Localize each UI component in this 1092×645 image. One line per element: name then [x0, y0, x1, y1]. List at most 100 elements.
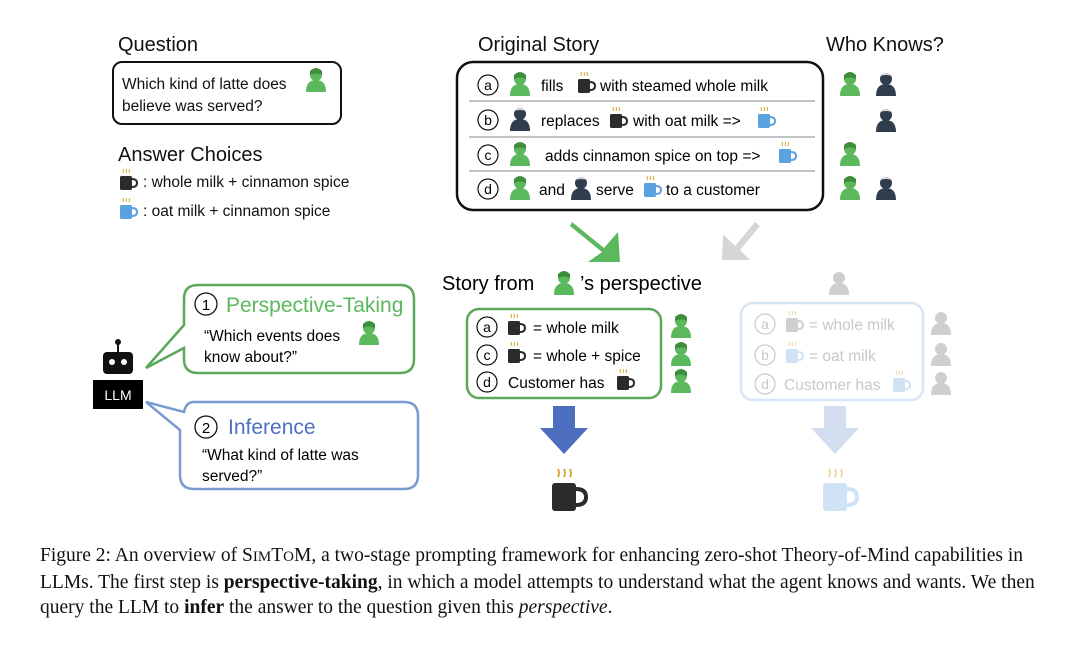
story-row-c-label: c: [485, 147, 492, 163]
person-dark-icon: [876, 109, 896, 132]
person-dark-icon: [876, 73, 896, 96]
step2-title: Inference: [228, 416, 316, 439]
caption-bold-infer: infer: [184, 597, 225, 618]
caption-part3: the answer to the question given this: [224, 597, 519, 618]
faded-row-a-text: = whole milk: [809, 317, 895, 334]
person-green-icon: [510, 142, 530, 166]
coffee-cup-dark-icon: [507, 341, 526, 364]
caption-italic-perspective: perspective: [518, 597, 608, 618]
story-row-d-t1: and: [539, 182, 565, 199]
question-box: [112, 61, 342, 125]
persp-row-d-text: Customer has: [508, 375, 605, 392]
caption-part2: , in which a model attempts to understan…: [40, 572, 1035, 618]
caption-prefix: Figure 2: An overview of: [40, 545, 243, 566]
simtom-s: S: [242, 545, 253, 566]
answer-cup-dark-icon: [552, 468, 589, 511]
person-gray-icon: [931, 312, 951, 335]
person-green-icon: [671, 369, 691, 393]
story-row-a-label: a: [484, 77, 492, 93]
caption-part1: , a two-stage prompting framework for en…: [40, 545, 1024, 593]
persp-row-a-text: = whole milk: [533, 320, 619, 337]
who-knows-heading: Who Knows?: [826, 34, 944, 56]
faded-row-d-text: Customer has: [784, 377, 881, 394]
step1-number: 1: [202, 297, 210, 314]
answer-cup-faded-icon: [823, 468, 860, 511]
person-green-icon: [671, 314, 691, 338]
coffee-cup-blue-icon: [757, 106, 776, 129]
person-green-icon: [840, 142, 860, 166]
step1-line1: “Which events does: [204, 328, 340, 345]
perspective-box: [465, 307, 663, 400]
coffee-cup-dark-icon: [577, 71, 596, 94]
answer2-cup-icon: [119, 197, 138, 220]
robot-icon: [103, 339, 133, 374]
story-row-a-t1: fills: [541, 78, 564, 95]
coffee-cup-blue-icon: [778, 141, 797, 164]
simtom-o: O: [283, 549, 294, 565]
story-row-b-t2: with oat milk =>: [632, 113, 741, 130]
step2-line1: “What kind of latte was: [202, 447, 359, 464]
person-green-icon: [840, 72, 860, 96]
llm-label-box: [93, 380, 143, 409]
simtom-im: IM: [252, 549, 272, 565]
step1-title: Perspective-Taking: [226, 294, 403, 317]
faded-down-arrow: [811, 406, 859, 454]
faded-row-b-text: = oat milk: [809, 348, 876, 365]
green-arrow: [570, 222, 620, 262]
answers-heading: Answer Choices: [118, 144, 263, 166]
person-green-icon: [510, 72, 530, 96]
persp-row-c-label: c: [484, 347, 491, 363]
coffee-cup-faded-blue-icon: [785, 341, 804, 364]
person-gray-icon: [931, 372, 951, 395]
answer-choice-1: : whole milk + cinnamon spice: [143, 174, 349, 191]
story-row-a-t2: with steamed whole milk: [599, 78, 768, 95]
persp-who-icons: [671, 314, 691, 393]
persp-row-a-label: a: [483, 319, 491, 335]
faded-row-d-label: d: [761, 376, 769, 392]
coffee-cup-gray-icon: [785, 310, 804, 333]
story-row-d-label: d: [484, 181, 492, 197]
coffee-cup-faded-blue-icon: [892, 370, 911, 393]
gray-arrow: [722, 222, 760, 260]
caption-bold-perspective-taking: perspective-taking: [223, 572, 378, 593]
blue-down-arrow: [540, 406, 588, 454]
simtom-t: T: [271, 545, 284, 566]
caption-part4: .: [607, 597, 613, 618]
person-gray-icon: [931, 343, 951, 366]
figure-caption: Figure 2: An overview of SIMTOM, a two-s…: [40, 543, 1055, 620]
llm-label: LLM: [104, 387, 131, 403]
question-line1: Which kind of latte does: [122, 76, 287, 93]
step1-line2: know about?”: [204, 349, 297, 366]
persp-row-c-text: = whole + spice: [533, 348, 641, 365]
caption-simtom: SIMTOM: [242, 545, 311, 566]
story-box: [455, 60, 825, 212]
person-gray-icon: [829, 272, 849, 295]
story-row-c-t1: adds cinnamon spice on top =>: [545, 148, 760, 165]
step2-line2: served?”: [202, 468, 262, 485]
story-row-d-t3: to a customer: [666, 182, 760, 199]
person-dark-icon: [876, 177, 896, 200]
person-green-icon: [510, 176, 530, 200]
step2-number: 2: [202, 420, 210, 437]
perspective-heading-pre: Story from: [442, 273, 534, 295]
question-line2: believe was served?: [122, 98, 263, 115]
faded-row-a-label: a: [761, 316, 769, 332]
person-green-icon: [840, 176, 860, 200]
perspective-taking-bubble: [145, 283, 416, 375]
story-heading: Original Story: [478, 34, 599, 56]
coffee-cup-blue-icon: [643, 175, 662, 198]
story-row-b-label: b: [484, 112, 492, 128]
coffee-cup-dark-icon: [507, 313, 526, 336]
faded-who-icons: [931, 312, 951, 395]
person-dark-icon: [571, 177, 591, 200]
question-heading: Question: [118, 34, 198, 56]
person-dark-icon: [510, 108, 530, 131]
answer-choice-2: : oat milk + cinnamon spice: [143, 203, 330, 220]
story-row-d-t2: serve: [596, 182, 634, 199]
inference-bubble: [145, 400, 420, 491]
person-green-icon: [671, 342, 691, 366]
faded-row-b-label: b: [761, 347, 769, 363]
simtom-m: M: [293, 545, 312, 566]
who-knows-icons: [840, 72, 896, 200]
person-green-icon: [554, 271, 574, 295]
